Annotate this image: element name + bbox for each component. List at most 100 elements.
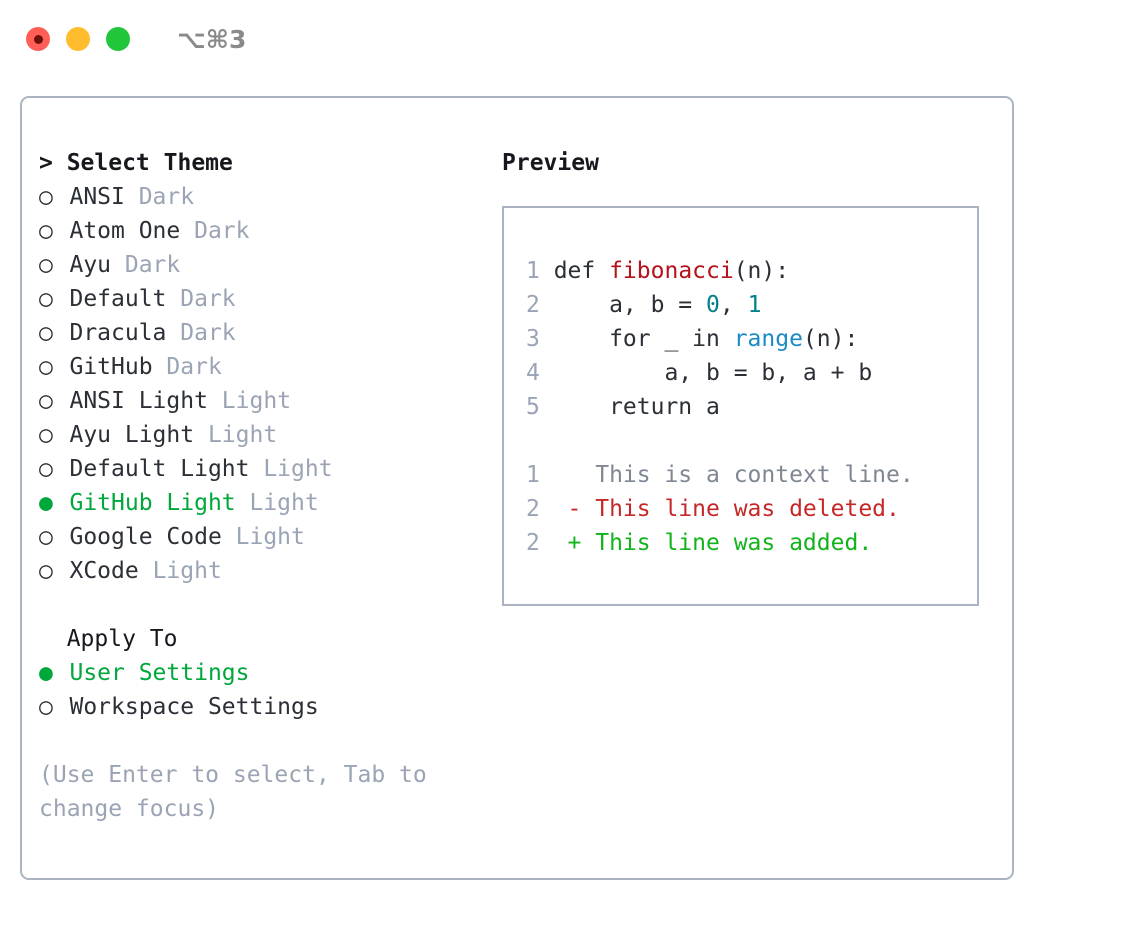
theme-option-ayu[interactable]: ○ Ayu Dark <box>39 248 479 282</box>
code-token-fn: fibonacci <box>609 258 734 284</box>
maximize-window-button[interactable] <box>106 27 130 51</box>
spacer <box>56 286 70 312</box>
theme-option-label: Default Light <box>69 456 250 482</box>
diff-line-text: - This line was deleted. <box>553 496 900 522</box>
theme-variant-tag: Dark <box>166 286 236 312</box>
code-token-plain: def <box>553 258 610 284</box>
window-controls <box>26 27 130 51</box>
theme-option-xcode[interactable]: ○ XCode Light <box>39 554 479 588</box>
apply-to-option-user-settings[interactable]: ● User Settings <box>39 656 479 690</box>
radio-unselected-icon: ○ <box>39 184 53 210</box>
line-number: 5 <box>526 394 540 420</box>
spacer <box>56 320 70 346</box>
theme-option-default-light[interactable]: ○ Default Light Light <box>39 452 479 486</box>
code-line: 3 for _ in range(n): <box>526 322 977 356</box>
spacer <box>56 694 70 720</box>
theme-option-ansi-light[interactable]: ○ ANSI Light Light <box>39 384 479 418</box>
code-token-plain: a, b = b, a + b <box>553 360 873 386</box>
diff-line-del: 2 - This line was deleted. <box>526 492 977 526</box>
line-number: 1 <box>526 462 540 488</box>
code-token-plain: for _ in <box>553 326 734 352</box>
select-theme-header: > Select Theme <box>39 150 233 176</box>
theme-option-atom-one[interactable]: ○ Atom One Dark <box>39 214 479 248</box>
diff-sample: 1 This is a context line.2 - This line w… <box>526 458 977 560</box>
spacer <box>56 422 70 448</box>
radio-unselected-icon: ○ <box>39 422 53 448</box>
theme-variant-tag: Dark <box>111 252 181 278</box>
theme-option-label: Atom One <box>69 218 181 244</box>
keyboard-shortcut-label: ⌥⌘3 <box>177 24 247 54</box>
spacer <box>56 660 70 686</box>
spacer <box>56 218 70 244</box>
code-diff-spacer <box>526 424 977 458</box>
preview-title: Preview <box>502 150 599 176</box>
minimize-window-button[interactable] <box>66 27 90 51</box>
diff-line-text: This is a context line. <box>553 462 914 488</box>
spacer <box>56 354 70 380</box>
theme-variant-tag: Dark <box>180 218 250 244</box>
radio-unselected-icon: ○ <box>39 218 53 244</box>
theme-option-ansi[interactable]: ○ ANSI Dark <box>39 180 479 214</box>
code-line: 1 def fibonacci(n): <box>526 254 977 288</box>
theme-option-github-light[interactable]: ● GitHub Light Light <box>39 486 479 520</box>
code-token-plain: (n): <box>733 258 790 284</box>
theme-option-label: Default <box>69 286 167 312</box>
theme-option-default[interactable]: ○ Default Dark <box>39 282 479 316</box>
close-window-button[interactable] <box>26 27 50 51</box>
radio-unselected-icon: ○ <box>39 456 53 482</box>
apply-to-header: Apply To <box>39 626 178 652</box>
diff-line-ctx: 1 This is a context line. <box>526 458 977 492</box>
spacer <box>56 184 70 210</box>
theme-option-label: ANSI <box>69 184 125 210</box>
theme-variant-tag: Light <box>194 422 278 448</box>
line-number: 2 <box>526 292 540 318</box>
code-token-builtin: range <box>733 326 803 352</box>
apply-to-option-list: ● User Settings○ Workspace Settings <box>39 656 479 724</box>
theme-option-label: GitHub Light <box>69 490 236 516</box>
keyboard-hint-text: (Use Enter to select, Tab to change focu… <box>39 762 441 822</box>
code-token-plain: return a <box>553 394 720 420</box>
radio-unselected-icon: ○ <box>39 388 53 414</box>
theme-selector-column: > Select Theme ○ ANSI Dark○ Atom One Dar… <box>39 146 479 826</box>
code-token-plain: (n): <box>802 326 859 352</box>
apply-to-option-label: User Settings <box>69 660 250 686</box>
code-token-num: 1 <box>747 292 762 318</box>
theme-variant-tag: Dark <box>152 354 222 380</box>
radio-unselected-icon: ○ <box>39 694 53 720</box>
apply-to-option-workspace-settings[interactable]: ○ Workspace Settings <box>39 690 479 724</box>
apply-to-option-label: Workspace Settings <box>69 694 319 720</box>
code-line: 4 a, b = b, a + b <box>526 356 977 390</box>
title-bar: ⌥⌘3 <box>0 0 1140 78</box>
code-line: 5 return a <box>526 390 977 424</box>
radio-selected-icon: ● <box>39 660 53 686</box>
radio-selected-icon: ● <box>39 490 53 516</box>
code-token-plain: , <box>719 292 748 318</box>
theme-option-dracula[interactable]: ○ Dracula Dark <box>39 316 479 350</box>
radio-unselected-icon: ○ <box>39 524 53 550</box>
theme-option-label: Ayu Light <box>69 422 195 448</box>
theme-variant-tag: Light <box>235 490 319 516</box>
radio-unselected-icon: ○ <box>39 558 53 584</box>
diff-line-text: + This line was added. <box>553 530 873 556</box>
radio-unselected-icon: ○ <box>39 354 53 380</box>
spacer <box>56 558 70 584</box>
radio-unselected-icon: ○ <box>39 320 53 346</box>
theme-option-ayu-light[interactable]: ○ Ayu Light Light <box>39 418 479 452</box>
theme-option-label: Google Code <box>69 524 222 550</box>
code-token-num: 0 <box>706 292 720 318</box>
spacer <box>56 456 70 482</box>
radio-unselected-icon: ○ <box>39 252 53 278</box>
theme-option-google-code[interactable]: ○ Google Code Light <box>39 520 479 554</box>
theme-variant-tag: Light <box>221 524 305 550</box>
theme-option-label: Ayu <box>69 252 112 278</box>
theme-variant-tag: Light <box>249 456 333 482</box>
line-number: 3 <box>526 326 540 352</box>
theme-option-github[interactable]: ○ GitHub Dark <box>39 350 479 384</box>
theme-option-label: Dracula <box>69 320 167 346</box>
spacer <box>56 524 70 550</box>
spacer <box>56 490 70 516</box>
line-number: 1 <box>526 258 540 284</box>
code-line: 2 a, b = 0, 1 <box>526 288 977 322</box>
